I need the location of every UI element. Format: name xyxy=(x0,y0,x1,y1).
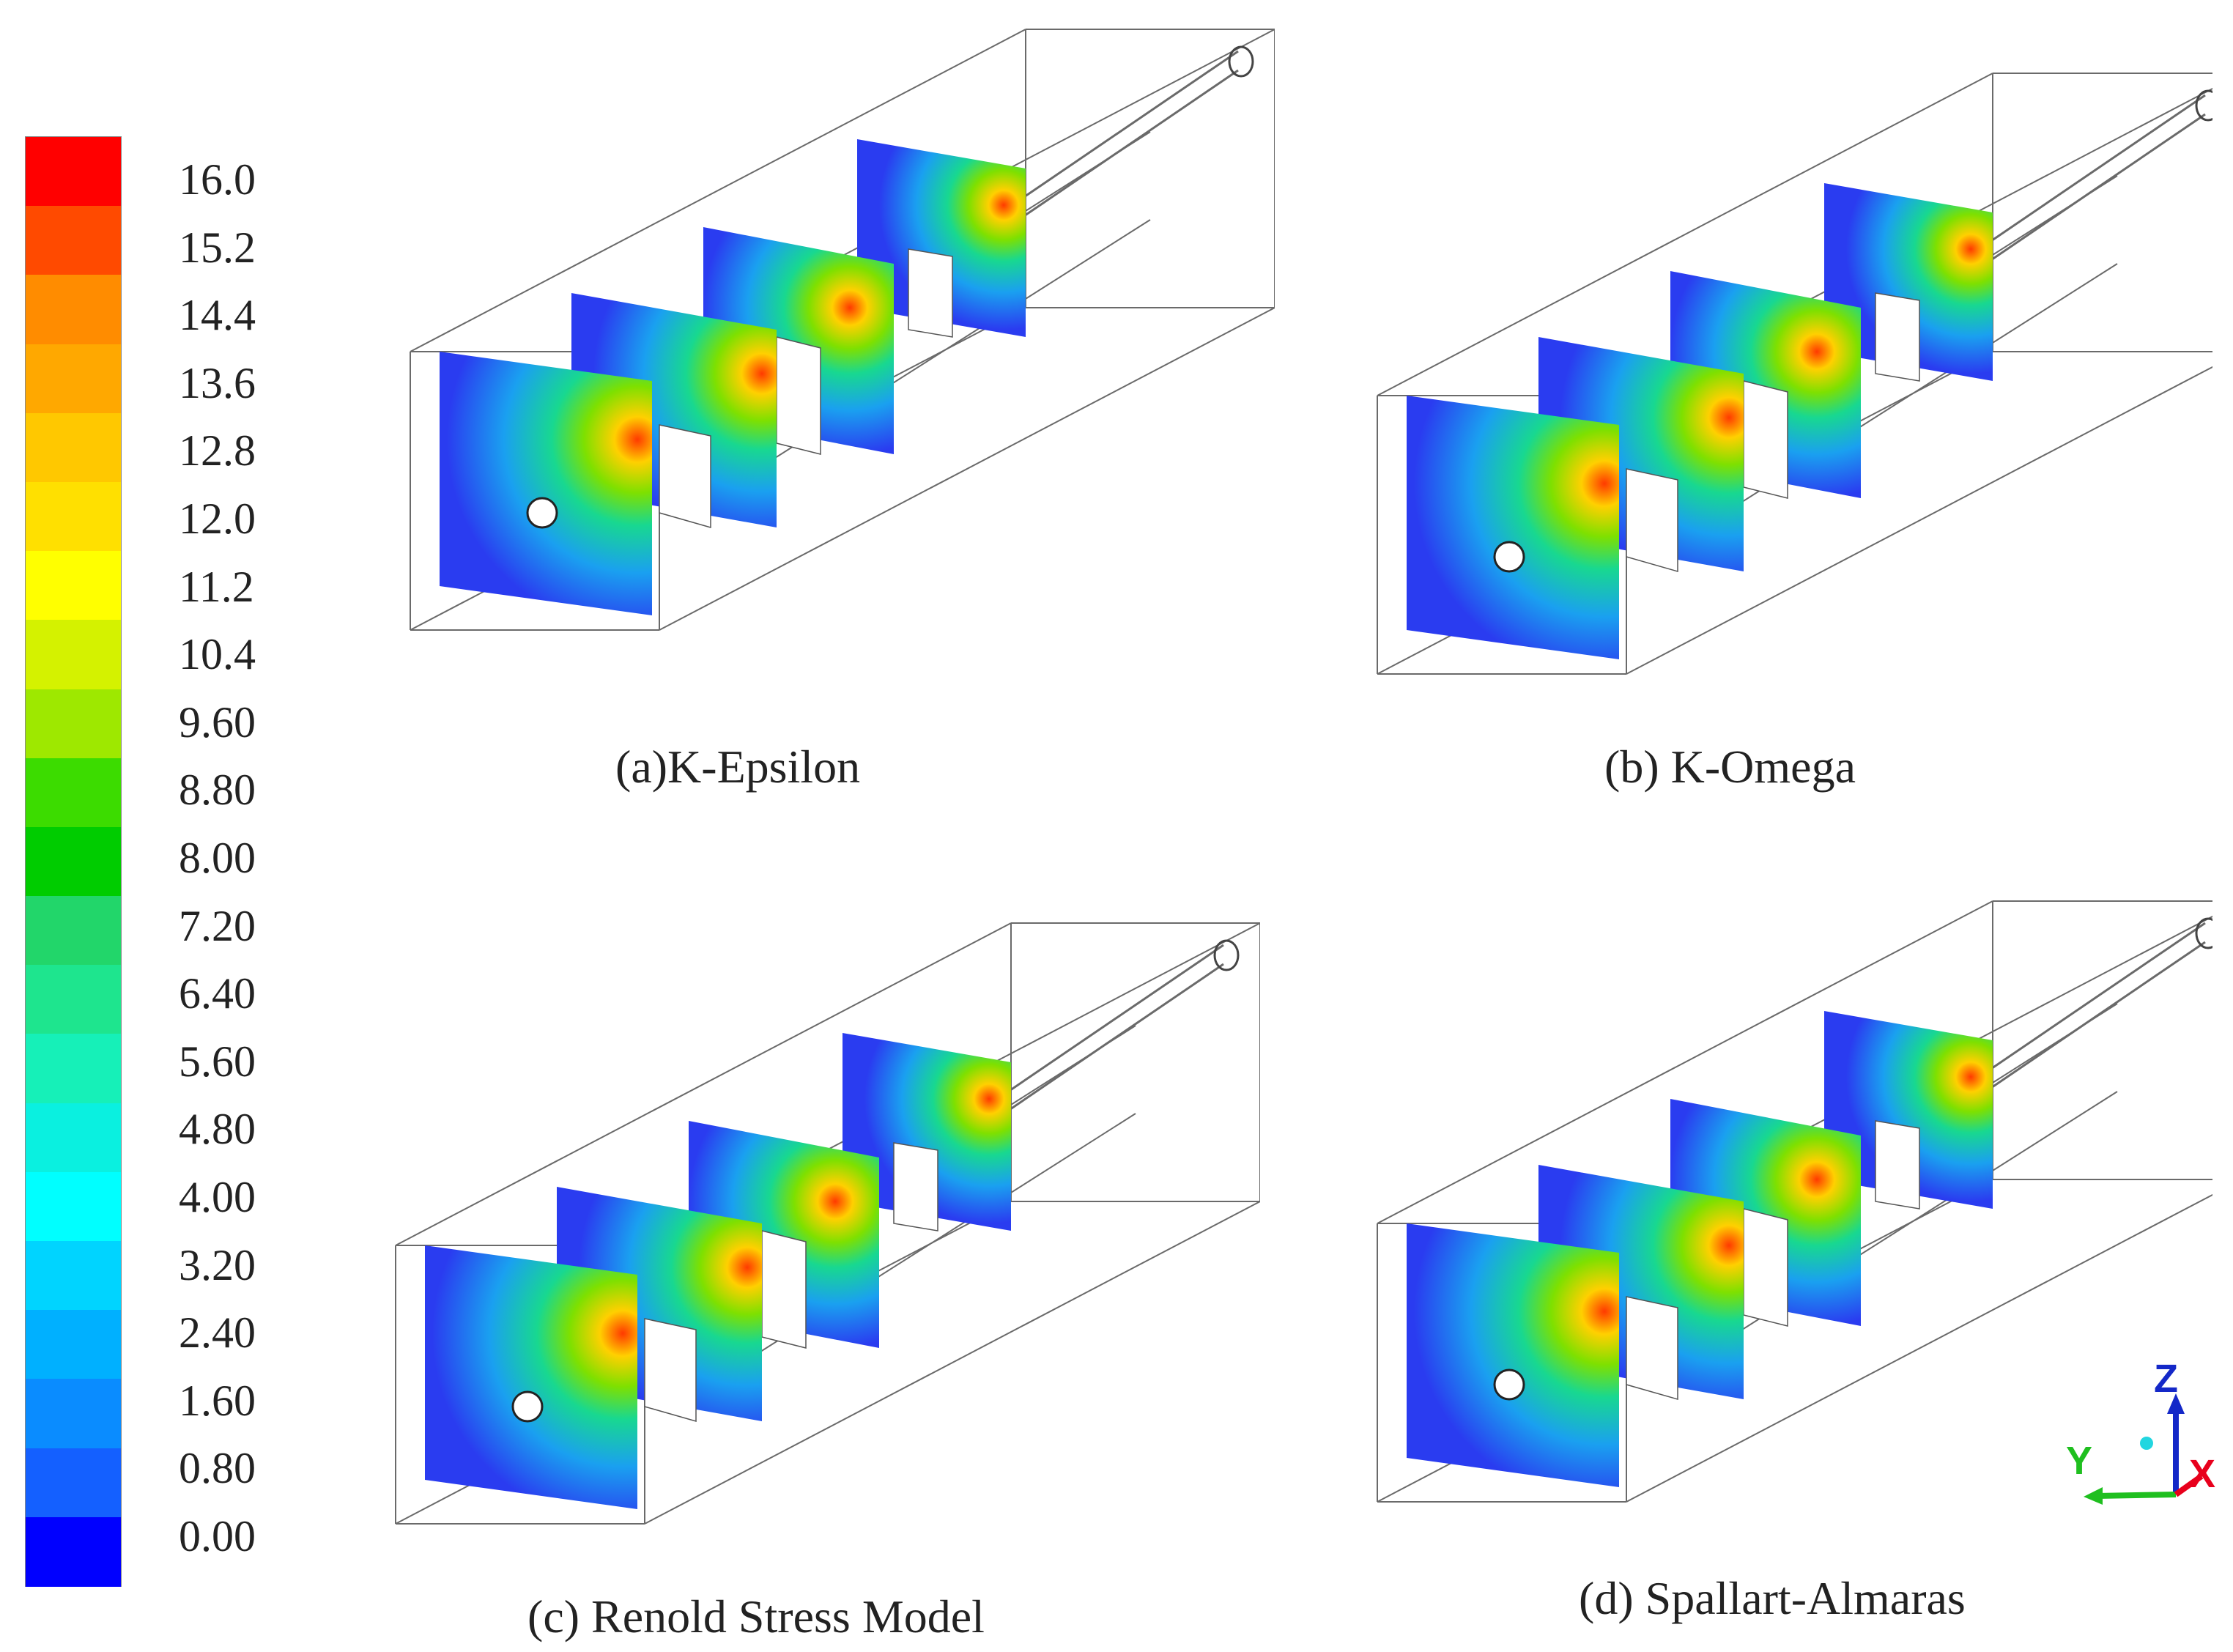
y-axis-arrow xyxy=(2096,1492,2177,1499)
contour-plane xyxy=(440,352,652,615)
legend-swatch xyxy=(26,481,121,552)
inlet-pipe-marker xyxy=(511,1390,544,1423)
legend-label: 10.4 xyxy=(179,630,256,679)
panel-reynolds-stress xyxy=(381,842,1261,1553)
legend-swatch xyxy=(26,137,121,207)
legend-label: 4.00 xyxy=(179,1173,256,1221)
color-legend-bar xyxy=(25,136,122,1587)
legend-swatch xyxy=(26,1103,121,1173)
contour-plane xyxy=(843,1033,1011,1231)
legend-label: 16.0 xyxy=(179,155,256,204)
panel-k-epsilon xyxy=(396,15,1275,659)
legend-label: 12.0 xyxy=(179,495,256,543)
legend-label: 6.40 xyxy=(179,969,256,1018)
inlet-pipe-marker xyxy=(1493,1368,1525,1401)
legend-swatch xyxy=(26,1379,121,1449)
panel-k-omega xyxy=(1370,15,2233,718)
legend-swatch xyxy=(26,1171,121,1242)
y-axis-label: Y xyxy=(2066,1439,2092,1483)
color-legend-labels: 16.0 15.2 14.4 13.6 12.8 12.0 11.2 10.4 9.60 8.80… xyxy=(179,0,355,1652)
contour-plane xyxy=(1824,1011,1993,1210)
legend-swatch xyxy=(26,1034,121,1104)
legend-swatch xyxy=(26,965,121,1035)
domain-contour-reynolds-stress xyxy=(395,922,1261,1525)
z-axis-label: Z xyxy=(2154,1363,2178,1401)
inlet-pipe-marker xyxy=(1493,541,1525,573)
x-axis-label: X xyxy=(2189,1452,2215,1496)
legend-label: 4.80 xyxy=(179,1105,256,1154)
legend-swatch xyxy=(26,689,121,759)
legend-swatch xyxy=(26,206,121,276)
legend-label: 12.8 xyxy=(179,426,256,475)
legend-swatch xyxy=(26,1241,121,1311)
contour-plane xyxy=(857,139,1026,338)
legend-swatch xyxy=(26,758,121,828)
caption-spalart-allmaras: (d) Spallart-Almaras xyxy=(1579,1572,1966,1624)
domain-contour-k-epsilon xyxy=(410,29,1275,631)
legend-label: 5.60 xyxy=(179,1037,256,1086)
legend-label: 0.80 xyxy=(179,1444,256,1493)
domain-contour-spalart-allmaras xyxy=(1377,900,2233,1503)
legend-label: 11.2 xyxy=(179,562,254,611)
legend-swatch xyxy=(26,275,121,345)
domain-contour-k-omega xyxy=(1377,73,2233,675)
legend-label: 8.00 xyxy=(179,834,256,882)
legend-swatch xyxy=(26,620,121,690)
contour-plane xyxy=(1824,183,1993,382)
axes-triad: Z Y X xyxy=(2051,1357,2227,1531)
legend-label: 1.60 xyxy=(179,1376,256,1425)
legend-swatch xyxy=(26,344,121,414)
caption-k-omega: (b) K-Omega xyxy=(1604,741,1856,793)
legend-swatch xyxy=(26,1310,121,1380)
contour-plane xyxy=(1407,1223,1619,1487)
origin-dot xyxy=(2140,1437,2153,1450)
legend-swatch xyxy=(26,551,121,621)
caption-reynolds-stress: (c) Renold Stress Model xyxy=(527,1590,985,1642)
contour-plane xyxy=(1407,396,1619,659)
legend-label: 15.2 xyxy=(179,223,256,272)
legend-label: 8.80 xyxy=(179,766,256,815)
legend-swatch xyxy=(26,1448,121,1518)
legend-swatch xyxy=(26,1516,121,1587)
inlet-pipe-marker xyxy=(526,497,558,529)
legend-swatch xyxy=(26,412,121,483)
legend-label: 3.20 xyxy=(179,1240,256,1289)
legend-swatch xyxy=(26,826,121,897)
legend-label: 2.40 xyxy=(179,1308,256,1357)
legend-label: 0.00 xyxy=(179,1512,256,1560)
legend-label: 7.20 xyxy=(179,901,256,950)
legend-label: 13.6 xyxy=(179,358,256,407)
legend-label: 14.4 xyxy=(179,291,256,340)
panel-spalart-allmaras xyxy=(1370,828,2233,1531)
legend-label: 9.60 xyxy=(179,697,256,747)
contour-plane xyxy=(425,1245,637,1509)
caption-k-epsilon: (a)K-Epsilon xyxy=(615,741,861,793)
legend-swatch xyxy=(26,896,121,966)
x-axis-arrow xyxy=(2174,1473,2204,1497)
